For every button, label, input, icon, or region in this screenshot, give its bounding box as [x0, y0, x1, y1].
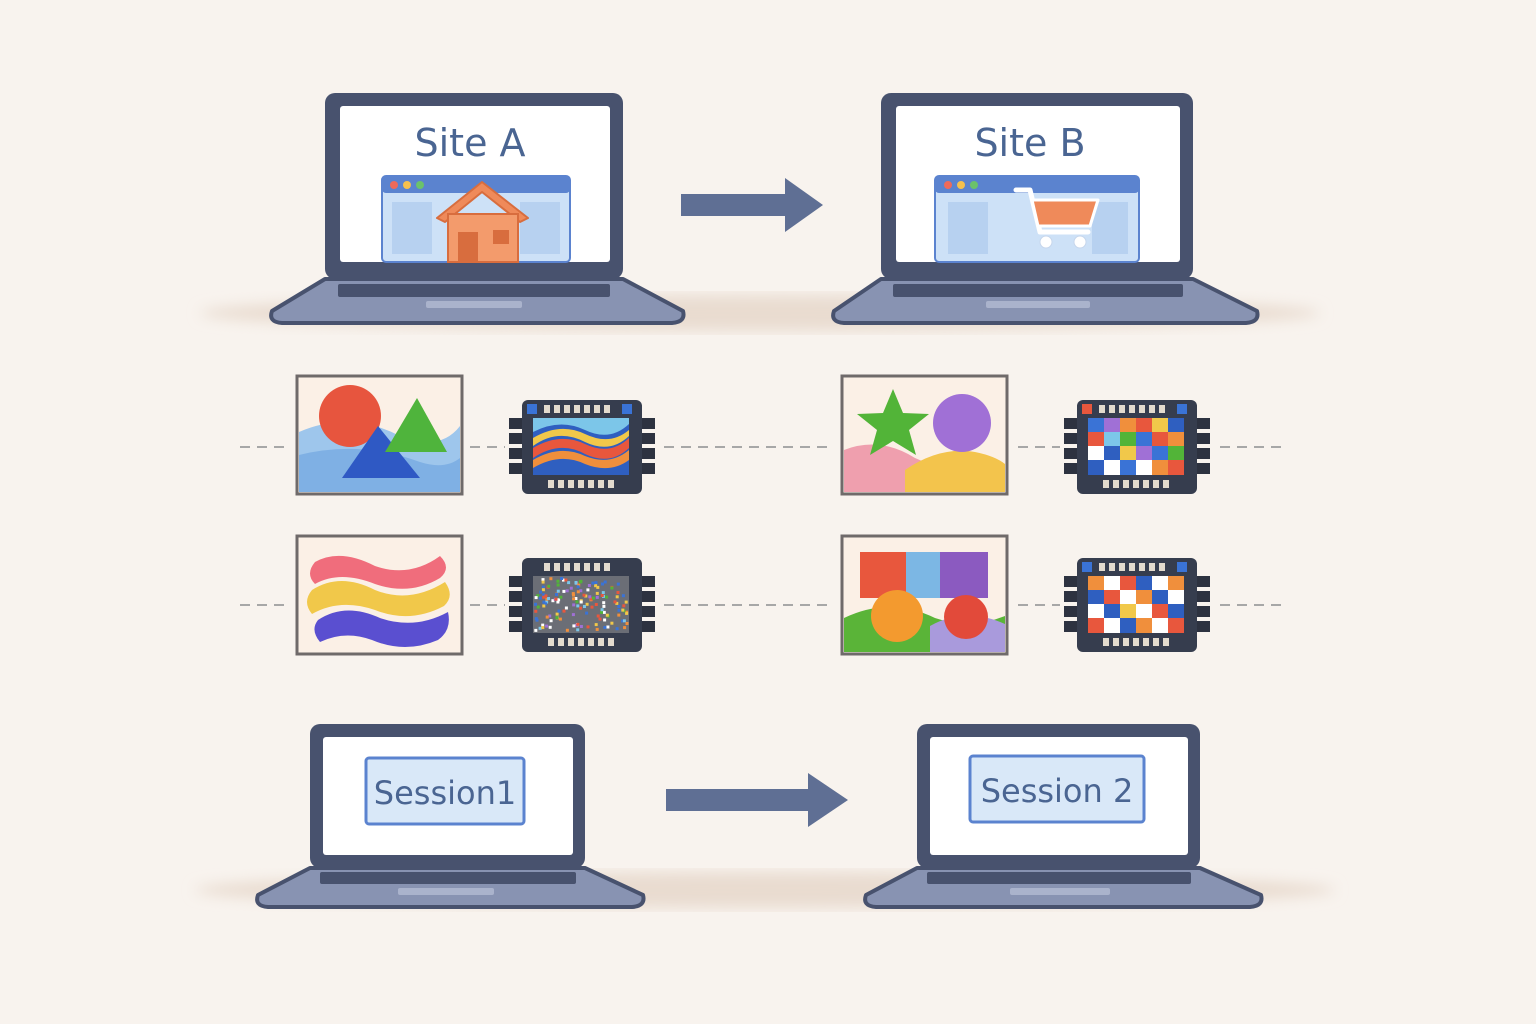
laptop-session-1: Session1: [255, 724, 646, 909]
blocks-circles-picture: [840, 534, 1009, 656]
laptop-session-2: Session 2: [863, 724, 1264, 909]
session-1-label: Session1: [374, 774, 516, 812]
noise-pattern-chip: [509, 558, 655, 652]
grid-cells: [1088, 576, 1184, 633]
shopping-cart-icon: [1013, 187, 1100, 249]
house-icon: [436, 181, 529, 263]
laptop-site-b: Site B: [831, 93, 1260, 325]
site-a-label: Site A: [414, 121, 525, 165]
laptop-site-a: Site A: [269, 93, 686, 325]
laptop-keyboard: [338, 284, 610, 297]
middle-row-1: [240, 374, 1285, 496]
noise-dots: [534, 577, 629, 632]
grid-cells: [1088, 418, 1184, 475]
bottom-row: Session1 Session 2: [195, 724, 1335, 909]
laptop-trackpad: [426, 301, 522, 308]
laptop-trackpad: [398, 888, 494, 895]
laptop-trackpad: [1010, 888, 1110, 895]
session-2-label: Session 2: [981, 772, 1134, 810]
laptop-keyboard: [927, 872, 1191, 884]
window-minimize-dot: [957, 181, 965, 189]
window-maximize-dot: [416, 181, 424, 189]
laptop-trackpad: [986, 301, 1090, 308]
window-close-dot: [390, 181, 398, 189]
right-arrow-icon: [681, 178, 823, 232]
session-2-badge: [968, 754, 1146, 824]
color-waves-picture: [295, 534, 464, 656]
window-minimize-dot: [403, 181, 411, 189]
session-1-badge: [364, 756, 526, 826]
middle-row-2: [240, 534, 1285, 656]
laptop-keyboard: [893, 284, 1183, 297]
laptop-keyboard: [320, 872, 576, 884]
window-maximize-dot: [970, 181, 978, 189]
circle-triangle-picture: [295, 374, 464, 496]
checker-pattern-chip: [1064, 558, 1210, 652]
star-circle-picture: [840, 374, 1009, 496]
top-row: Site A: [200, 93, 1320, 331]
right-arrow-icon: [666, 773, 848, 827]
wave-pattern-chip: [509, 400, 655, 494]
site-b-label: Site B: [974, 121, 1085, 165]
window-close-dot: [944, 181, 952, 189]
color-grid-chip: [1064, 400, 1210, 494]
